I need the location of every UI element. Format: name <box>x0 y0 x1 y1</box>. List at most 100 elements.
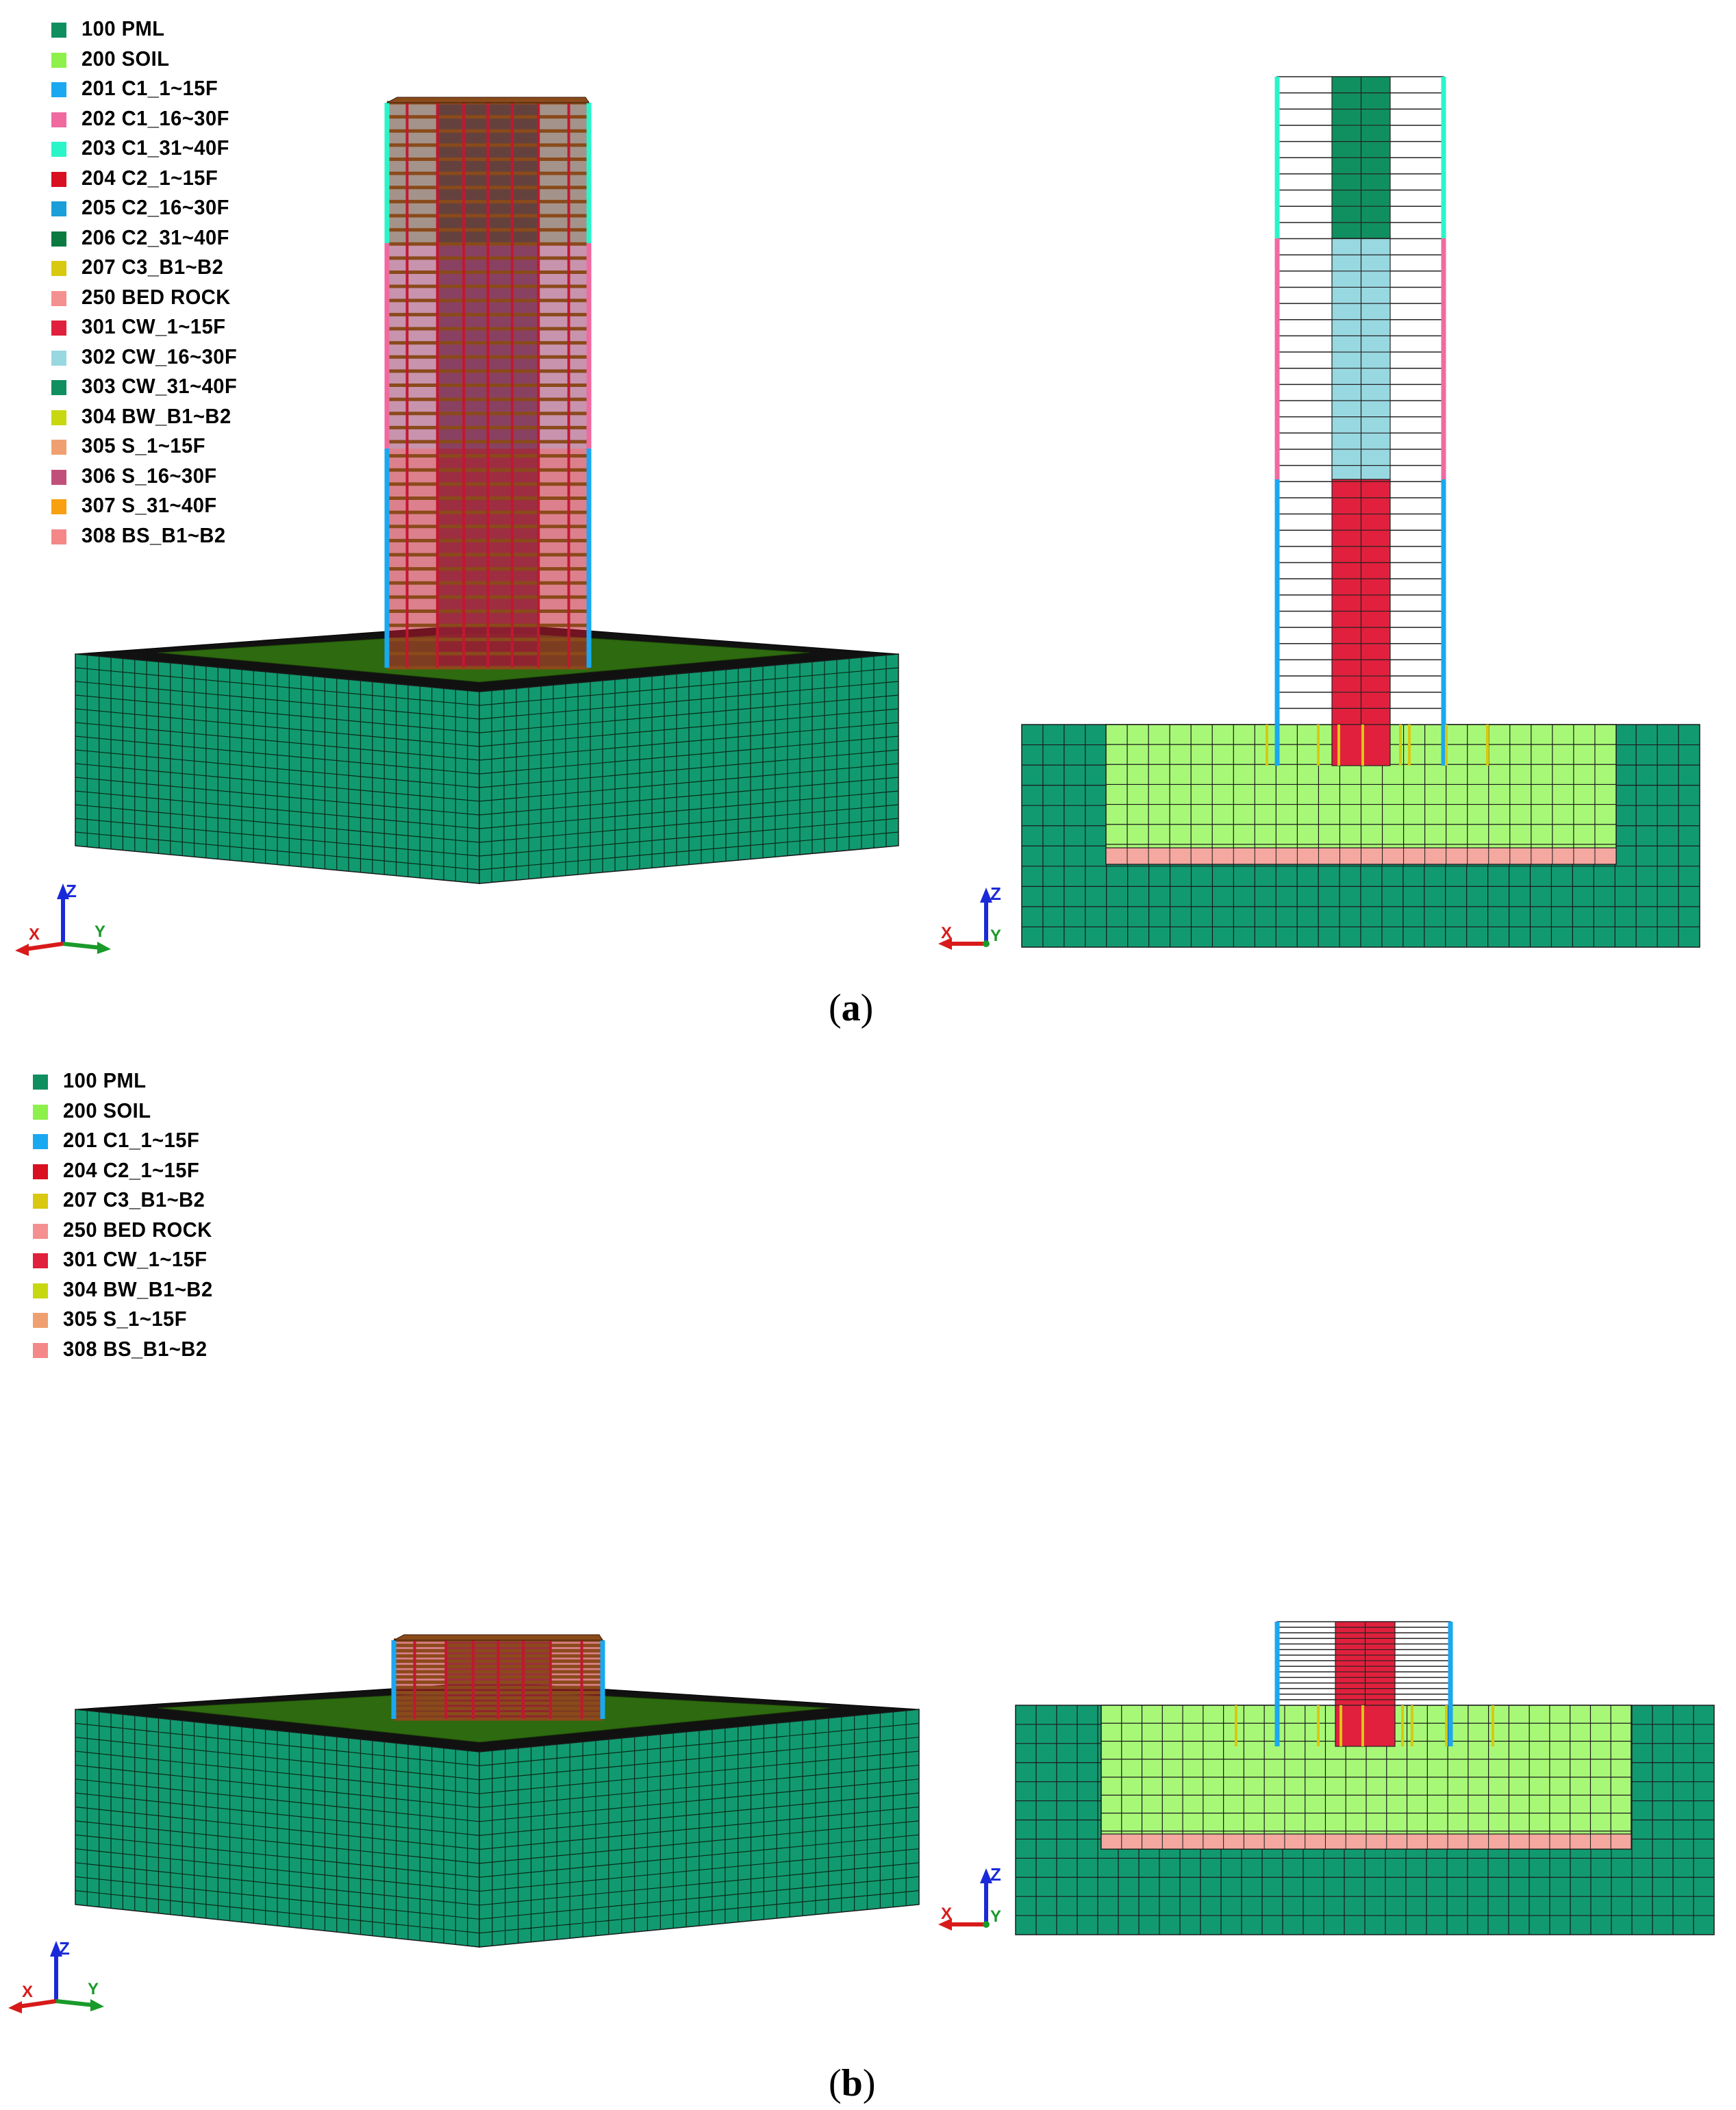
axis-z-label: Z <box>990 883 1001 904</box>
axis-y-label: Y <box>88 1980 99 1998</box>
mesh-lines <box>479 1710 920 1946</box>
panel-b-building <box>391 1634 605 1721</box>
axis-y-dot <box>983 1921 990 1928</box>
mesh-lines <box>75 655 480 883</box>
legend-swatch <box>51 380 66 395</box>
caption-panel-b: (b) <box>829 2062 876 2105</box>
legend-swatch <box>51 350 66 366</box>
legend-label: 100 PML <box>81 16 165 40</box>
axis-z-arrow <box>57 883 69 899</box>
axis-y-line <box>55 1999 95 2007</box>
axis-z-arrow <box>980 1868 992 1883</box>
legend-swatch <box>33 1194 48 1209</box>
legend-swatch <box>51 52 66 68</box>
panel-b-axis-2d: Z X Y <box>938 1864 1001 1931</box>
caption-panel-a: (a) <box>829 987 874 1029</box>
axis-y-arrow <box>90 1999 104 2011</box>
axis-y-dot <box>983 940 990 947</box>
axis-y-label: Y <box>990 927 1001 945</box>
legend-swatch <box>51 112 66 127</box>
bedrock-lines <box>1121 1834 1611 1849</box>
legend-swatch <box>51 529 66 544</box>
legend-swatch <box>33 1075 48 1090</box>
legend-label: 201 C1_1~15F <box>63 1128 200 1152</box>
axis-z-arrow <box>980 888 992 903</box>
legend-label: 207 C3_B1~B2 <box>81 255 224 279</box>
legend-swatch <box>33 1104 48 1120</box>
legend-swatch <box>51 142 66 157</box>
legend-swatch <box>51 82 66 97</box>
legend-label: 301 CW_1~15F <box>63 1247 207 1271</box>
legend-label: 205 C2_16~30F <box>81 195 229 219</box>
legend-swatch <box>51 231 66 247</box>
axis-z-arrow <box>50 1941 62 1957</box>
legend-swatch <box>51 440 66 455</box>
legend-swatch <box>33 1283 48 1298</box>
axis-x-label: X <box>941 1905 952 1923</box>
legend-swatch <box>51 469 66 485</box>
building-roof <box>393 1634 603 1641</box>
axis-x-line <box>18 1999 57 2009</box>
legend-label: 250 BED ROCK <box>63 1217 212 1242</box>
legend-swatch <box>51 321 66 336</box>
legend-label: 302 CW_16~30F <box>81 344 238 368</box>
legend-swatch <box>51 171 66 187</box>
legend-swatch <box>51 499 66 514</box>
legend-label: 304 BW_B1~B2 <box>63 1277 213 1301</box>
legend-swatch <box>51 290 66 306</box>
section-core-lines <box>1332 77 1390 725</box>
legend-label: 306 S_16~30F <box>81 463 217 488</box>
axis-y-line <box>62 942 101 950</box>
legend-label: 200 SOIL <box>63 1098 151 1122</box>
legend-label: 203 C1_31~40F <box>81 136 229 160</box>
axis-x-arrow <box>938 1918 952 1931</box>
legend-swatch <box>33 1313 48 1328</box>
legend-label: 100 PML <box>63 1068 147 1092</box>
mesh-lines <box>1101 1705 1631 1849</box>
legend-swatch <box>33 1223 48 1239</box>
axis-y-label: Y <box>990 1907 1001 1926</box>
legend-label: 305 S_1~15F <box>63 1307 187 1331</box>
legend-label: 304 BW_B1~B2 <box>81 403 231 428</box>
section-basement-core <box>1335 1705 1396 1747</box>
axis-z-label: Z <box>59 1938 70 1959</box>
legend-label: 202 C1_16~30F <box>81 105 229 130</box>
panel-b-axis-3d: Z X Y <box>8 1938 104 2013</box>
axis-y-arrow <box>97 942 111 954</box>
legend-label: 305 S_1~15F <box>81 434 205 457</box>
axis-x-label: X <box>29 925 40 944</box>
legend-swatch <box>33 1134 48 1149</box>
legend-label: 206 C2_31~40F <box>81 225 229 249</box>
legend-label: 307 S_31~40F <box>81 493 217 517</box>
mesh-lines <box>75 1710 480 1946</box>
axis-z-label: Z <box>66 881 77 901</box>
panel-a-axis-3d: Z X Y <box>15 881 111 956</box>
building-roof <box>386 97 590 103</box>
panel-b-soil-block <box>75 1684 920 1948</box>
legend-label: 201 C1_1~15F <box>81 76 218 100</box>
legend-label: 204 C2_1~15F <box>81 165 218 190</box>
legend-label: 204 C2_1~15F <box>63 1157 200 1182</box>
axis-x-arrow <box>938 938 952 950</box>
axis-x-label: X <box>22 1983 33 2001</box>
panel-a-section <box>1021 76 1700 948</box>
axis-y-label: Y <box>95 922 105 941</box>
legend-swatch <box>33 1342 48 1358</box>
legend-label: 303 CW_31~40F <box>81 374 238 398</box>
axis-x-label: X <box>941 924 952 942</box>
bedrock-lines <box>1127 848 1596 864</box>
panel-a-axis-2d: Z X Y <box>938 883 1001 950</box>
legend-label: 200 SOIL <box>81 46 170 71</box>
legend-label: 207 C3_B1~B2 <box>63 1188 205 1211</box>
legend-label: 250 BED ROCK <box>81 284 231 309</box>
axis-x-line <box>25 942 64 951</box>
mesh-lines <box>479 655 899 883</box>
panel-b-section <box>1015 1621 1715 1935</box>
axis-z-label: Z <box>990 1864 1001 1885</box>
axis-x-arrow <box>8 2001 22 2013</box>
section-core-lines <box>1335 1622 1395 1705</box>
legend-swatch <box>51 410 66 425</box>
section-basement-core <box>1331 724 1391 766</box>
